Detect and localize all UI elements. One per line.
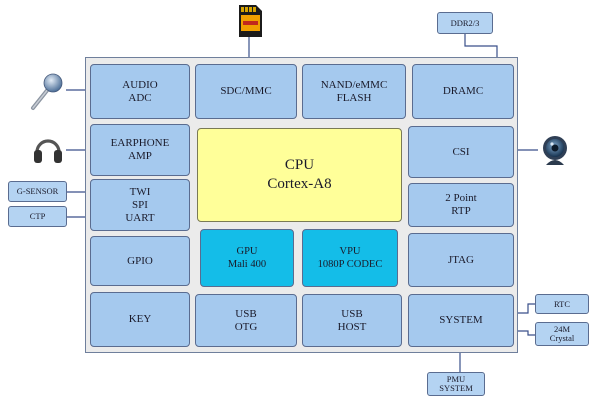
webcam-icon — [543, 136, 567, 165]
key-block: KEY — [90, 292, 190, 347]
ctp-box: CTP — [8, 206, 67, 227]
audio-adc-block: AUDIO ADC — [90, 64, 190, 119]
twi-spi-uart-block: TWI SPI UART — [90, 179, 190, 231]
csi-block: CSI — [408, 126, 514, 178]
usb-host-block: USB HOST — [302, 294, 402, 347]
dramc-block: DRAMC — [412, 64, 514, 119]
sdc-mmc-block: SDC/MMC — [195, 64, 297, 119]
vpu-block: VPU 1080P CODEC — [302, 229, 398, 287]
gpio-block: GPIO — [90, 236, 190, 286]
rtp-block: 2 Point RTP — [408, 183, 514, 227]
rtc-line — [517, 303, 535, 314]
jtag-block: JTAG — [408, 233, 514, 287]
usb-otg-block: USB OTG — [195, 294, 297, 347]
cpu-block: CPU Cortex-A8 — [197, 128, 402, 222]
system-block: SYSTEM — [408, 294, 514, 347]
crystal-line — [517, 330, 535, 336]
ddr-line — [464, 34, 498, 58]
rtc-box: RTC — [535, 294, 589, 314]
earphone-amp-block: EARPHONE AMP — [90, 124, 190, 176]
crystal-box: 24M Crystal — [535, 322, 589, 346]
headphones-icon — [34, 139, 62, 163]
microphone-icon — [31, 73, 63, 110]
g-sensor-box: G-SENSOR — [8, 181, 67, 202]
ddr-box: DDR2/3 — [437, 12, 493, 34]
nand-flash-block: NAND/eMMC FLASH — [302, 64, 406, 119]
pmu-box: PMU SYSTEM — [427, 372, 485, 396]
sd-card-icon — [239, 5, 262, 37]
gpu-block: GPU Mali 400 — [200, 229, 294, 287]
